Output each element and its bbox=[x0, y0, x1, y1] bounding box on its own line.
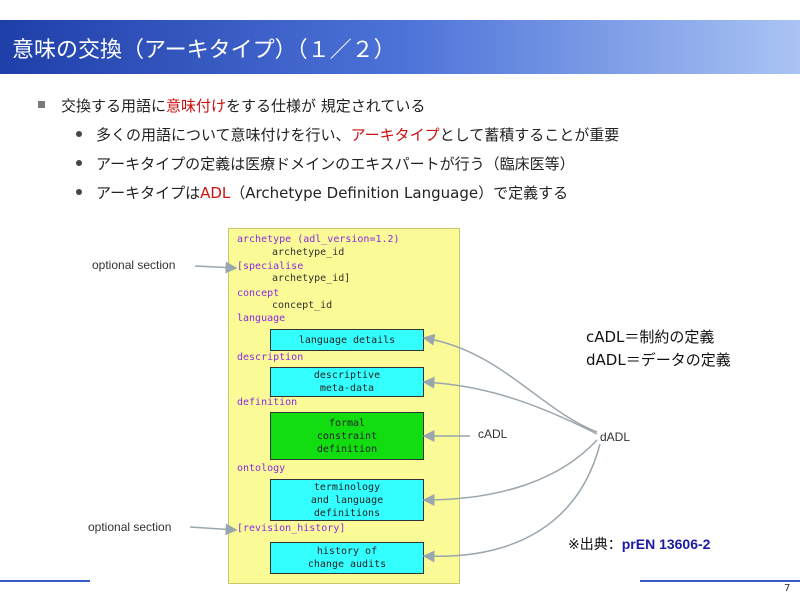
bullet-sub-3: アーキタイプはADL（Archetype Definition Language… bbox=[76, 182, 568, 203]
source-ref: prEN 13606-2 bbox=[621, 536, 711, 552]
dot-bullet-icon bbox=[76, 130, 82, 137]
code-definition: definition bbox=[237, 397, 298, 408]
code-header: archetype (adl_version=1.2) bbox=[237, 234, 400, 245]
code-archetype-id: archetype_id bbox=[272, 247, 345, 258]
bullet-sub-1: 多くの用語について意味付けを行い、アーキタイプとして蓄積することが重要 bbox=[76, 124, 619, 145]
code-revision-history: [revision_history] bbox=[237, 523, 346, 534]
dot-bullet-icon bbox=[76, 188, 82, 195]
code-specialise-id: archetype_id] bbox=[272, 273, 351, 284]
square-bullet-icon bbox=[38, 101, 45, 108]
source-citation: ※出典：prEN 13606-2 bbox=[568, 534, 710, 554]
bullet-text: 多くの用語について意味付けを行い、 bbox=[96, 126, 351, 144]
code-language: language bbox=[237, 313, 286, 324]
dadl-arrow-ontology bbox=[422, 439, 598, 506]
dadl-arrow-language bbox=[422, 333, 598, 433]
formal-constraint-box: formal constraint definition bbox=[270, 412, 424, 460]
bullet-text: アーキタイプは bbox=[96, 184, 201, 202]
source-label: ※出典： bbox=[568, 537, 622, 553]
descriptive-metadata-box: descriptive meta-data bbox=[270, 367, 424, 397]
bullet-text: をする仕様が 規定されている bbox=[226, 97, 426, 115]
dot-bullet-icon bbox=[76, 159, 82, 166]
optional-arrow-1 bbox=[194, 261, 238, 274]
code-concept-id: concept_id bbox=[272, 300, 333, 311]
page-number: 7 bbox=[784, 583, 791, 594]
optional-section-label: optional section bbox=[88, 520, 172, 534]
slide-title: 意味の交換（アーキタイプ）（１／２） bbox=[12, 38, 396, 63]
footer-rule-right bbox=[640, 580, 800, 582]
cadl-definition: cADL＝制約の定義 bbox=[586, 328, 715, 346]
adl-structure-panel bbox=[228, 228, 460, 584]
bullet-sub-2: アーキタイプの定義は医療ドメインのエキスパートが行う（臨床医等） bbox=[76, 153, 575, 174]
dadl-arrow-history bbox=[422, 443, 601, 563]
bullet-text: アーキタイプの定義は医療ドメインのエキスパートが行う（臨床医等） bbox=[96, 155, 575, 173]
code-ontology: ontology bbox=[237, 463, 286, 474]
dadl-label: dADL bbox=[600, 430, 631, 444]
terminology-box: terminology and language definitions bbox=[270, 479, 424, 521]
optional-section-label: optional section bbox=[92, 258, 176, 272]
optional-arrow-2 bbox=[189, 523, 238, 536]
bullet-highlight: 意味付け bbox=[166, 97, 227, 115]
bullet-highlight: アーキタイプ bbox=[350, 126, 440, 144]
cadl-label: cADL bbox=[478, 427, 508, 441]
bullet-main: 交換する用語に意味付けをする仕様が 規定されている bbox=[38, 95, 425, 116]
code-specialise: [specialise bbox=[237, 261, 304, 272]
language-details-box: language details bbox=[270, 329, 424, 351]
dadl-definition: dADL＝データの定義 bbox=[586, 351, 731, 369]
code-description: description bbox=[237, 352, 304, 363]
bullet-text: 交換する用語に bbox=[61, 97, 167, 115]
code-concept: concept bbox=[237, 288, 280, 299]
history-box: history of change audits bbox=[270, 542, 424, 574]
dadl-arrow-description bbox=[422, 376, 598, 435]
bullet-highlight: ADL bbox=[200, 184, 231, 202]
bullet-text: として蓄積することが重要 bbox=[439, 126, 620, 144]
footer-rule-left bbox=[0, 580, 90, 582]
title-bar: 意味の交換（アーキタイプ）（１／２） bbox=[0, 20, 800, 74]
bullet-text: （Archetype Definition Language）で定義する bbox=[230, 184, 569, 202]
